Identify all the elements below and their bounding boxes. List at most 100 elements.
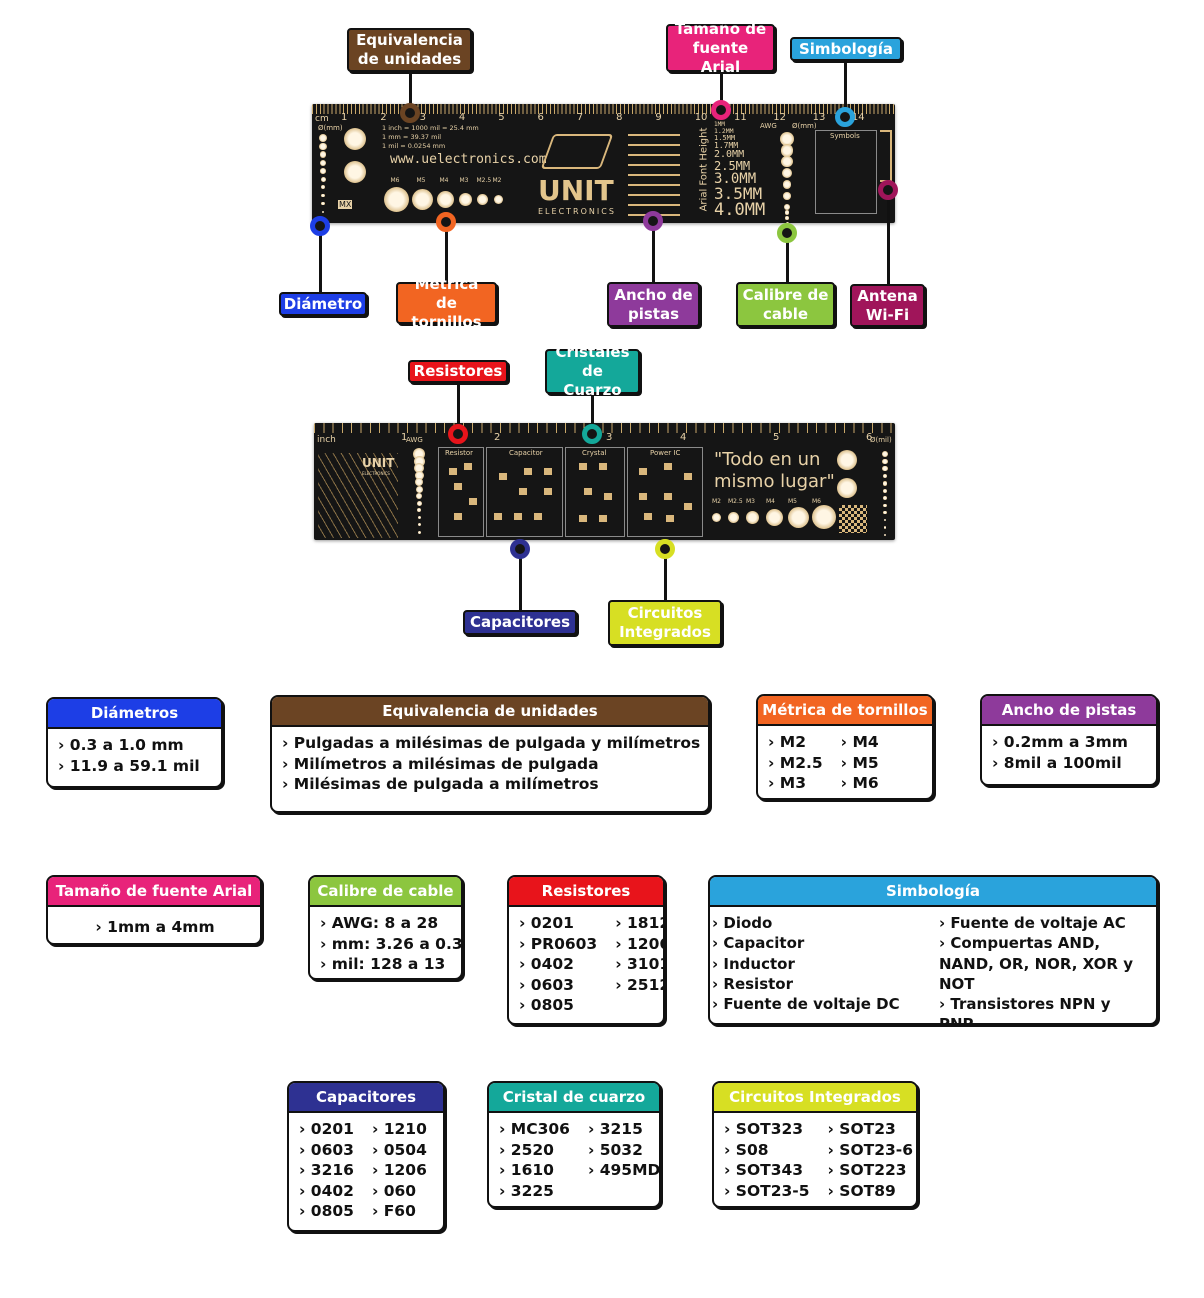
callout-leader-line — [663, 549, 667, 600]
callout-wire: Calibre de cable — [736, 282, 835, 327]
section-label: Crystal — [582, 449, 607, 457]
mm-ticks — [312, 104, 895, 114]
diameter-hole — [319, 159, 327, 166]
equiv-line: 1 mm = 39.37 mil — [382, 133, 442, 141]
smd-pad — [579, 515, 587, 522]
info-box-ic: Circuitos Integrados › SOT323› S08› SOT34… — [712, 1081, 918, 1208]
info-column: › 3215› 5032› 495MD — [587, 1119, 659, 1201]
font-size-sample: 1.7MM — [714, 140, 739, 150]
info-box-symb: Simbología› Diodo› Capacitor› Inductor› … — [708, 875, 1158, 1025]
callout-marker-symb — [835, 107, 855, 127]
inch-number: 6 — [866, 432, 873, 443]
info-item: › mil: 128 a 13 — [320, 955, 446, 973]
info-item: › PR0603 — [519, 934, 598, 953]
info-box-equiv: Equivalencia de unidades › Pulgadas a mil… — [270, 695, 710, 813]
smd-pad — [604, 493, 612, 500]
info-item: › 5032 — [587, 1140, 643, 1159]
inch-number: 4 — [680, 432, 687, 443]
callout-leader-line — [518, 549, 522, 610]
callout-marker-diam — [310, 216, 330, 236]
screw-label: M2.5 — [476, 177, 492, 184]
screw-label: M6 — [812, 498, 821, 505]
info-column: › 0201› 0603› 3216› 0402› 0805 — [299, 1119, 354, 1222]
info-box-title: Equivalencia de unidades — [272, 697, 708, 727]
info-box-tracks: Ancho de pistas› 0.2mm a 3mm› 8mil a 100… — [980, 694, 1158, 786]
cm-number: 4 — [458, 112, 466, 123]
callout-leader-line — [843, 61, 847, 117]
mounting-hole — [837, 478, 857, 498]
cm-number: 9 — [655, 112, 662, 123]
qr-code — [839, 505, 867, 533]
mil-hole — [883, 526, 887, 529]
diameter-hole — [321, 193, 325, 198]
callout-leader-line — [886, 190, 890, 284]
info-box-screw: Métrica de tornillos› M2› M2.5› M3› M4› … — [756, 694, 934, 800]
font-height-title: Arial Font Height — [698, 127, 710, 212]
diameter-hole — [320, 185, 326, 190]
info-box-title: Simbología — [710, 877, 1156, 907]
smd-pad — [684, 473, 692, 480]
info-item: › 0603 — [519, 975, 574, 994]
info-item: › 8mil a 100mil — [992, 753, 1122, 772]
info-box-title: Tamaño de fuente Arial — [48, 877, 260, 907]
screw-label: M3 — [746, 498, 755, 505]
info-item: › Compuertas AND, NAND, OR, NOR, XOR y N… — [939, 934, 1133, 993]
info-box-body: › 0201› PR0603› 0402› 0603› 0805› 1812› … — [509, 907, 663, 1016]
info-box-body: › 0201› 0603› 3216› 0402› 0805 › 1210 › 05… — [289, 1113, 443, 1222]
smd-pad — [639, 468, 647, 475]
info-column: › SOT323› S08› SOT343› SOT23-5 — [724, 1119, 810, 1201]
smd-pad — [499, 473, 507, 480]
info-box-cap: Capacitores› 0201› 0603› 3216› 0402› 080… — [287, 1081, 445, 1232]
smd-pad — [514, 513, 522, 520]
diameter-hole — [319, 142, 327, 150]
diameter-hole — [320, 176, 326, 182]
info-item: › M5 — [840, 753, 879, 772]
info-item: › SOT89 — [827, 1181, 896, 1200]
awg-hole — [416, 500, 422, 506]
callout-marker-xtal — [582, 424, 602, 444]
diameter-hole — [321, 202, 325, 206]
info-item: › Fuente de voltaje DC — [712, 995, 900, 1014]
info-column: › M2› M2.5› M3 — [768, 732, 823, 794]
section-power-ic: Power IC — [627, 447, 703, 537]
info-box-title: Circuitos Integrados — [714, 1083, 916, 1113]
mil-hole — [883, 503, 887, 508]
callout-diam: Diámetro — [279, 292, 367, 316]
info-item: › 0805 — [299, 1202, 354, 1220]
screw-hole — [788, 506, 809, 528]
info-item: › Capacitor — [712, 934, 805, 953]
info-item: › 0504 — [371, 1140, 427, 1159]
mx-logo: MX — [338, 200, 353, 209]
callout-leader-line — [444, 222, 448, 282]
smd-pad — [469, 498, 477, 505]
cm-number: 2 — [380, 112, 387, 123]
screw-hole — [812, 505, 836, 529]
awg-hole — [414, 470, 424, 480]
info-item: › 0.3 a 1.0 mm — [58, 736, 184, 754]
equiv-line: 1 mil = 0.0254 mm — [382, 142, 446, 150]
mil-hole — [882, 451, 888, 457]
smd-pad — [664, 493, 672, 500]
callout-marker-tracks — [643, 211, 663, 231]
info-box-font: Tamaño de fuente Arial› 1mm a 4mm — [46, 875, 262, 945]
info-box-body: › AWG: 8 a 28› mm: 3.26 a 0.32› mil: 128… — [310, 907, 461, 975]
section-label: Resistor — [445, 449, 473, 457]
callout-symb: Simbología — [790, 37, 902, 61]
mounting-hole — [344, 161, 366, 183]
info-item: › SOT343 — [724, 1161, 804, 1179]
awg-hole — [416, 493, 422, 499]
info-column: › 0.2mm a 3mm› 8mil a 100mil — [992, 732, 1128, 773]
awg-label: AWG — [406, 436, 423, 444]
callout-font: Tamaño de fuente Arial — [666, 20, 775, 76]
callout-leader-line — [590, 394, 594, 434]
mil-label: Ø(mil) — [870, 436, 892, 444]
inch-number: 1 — [401, 432, 408, 443]
diameter-label: Ø(mm) — [318, 124, 343, 132]
brand-subtitle: ELECTRONICS — [362, 471, 390, 476]
mil-hole — [883, 511, 887, 515]
callout-leader-line — [719, 72, 723, 110]
font-size-sample: 4.0MM — [714, 199, 766, 220]
screw-hole — [746, 510, 759, 524]
info-item: › 1210 — [371, 1120, 427, 1138]
info-item: › Pulgadas a milésimas de pulgada y milí… — [282, 734, 701, 752]
